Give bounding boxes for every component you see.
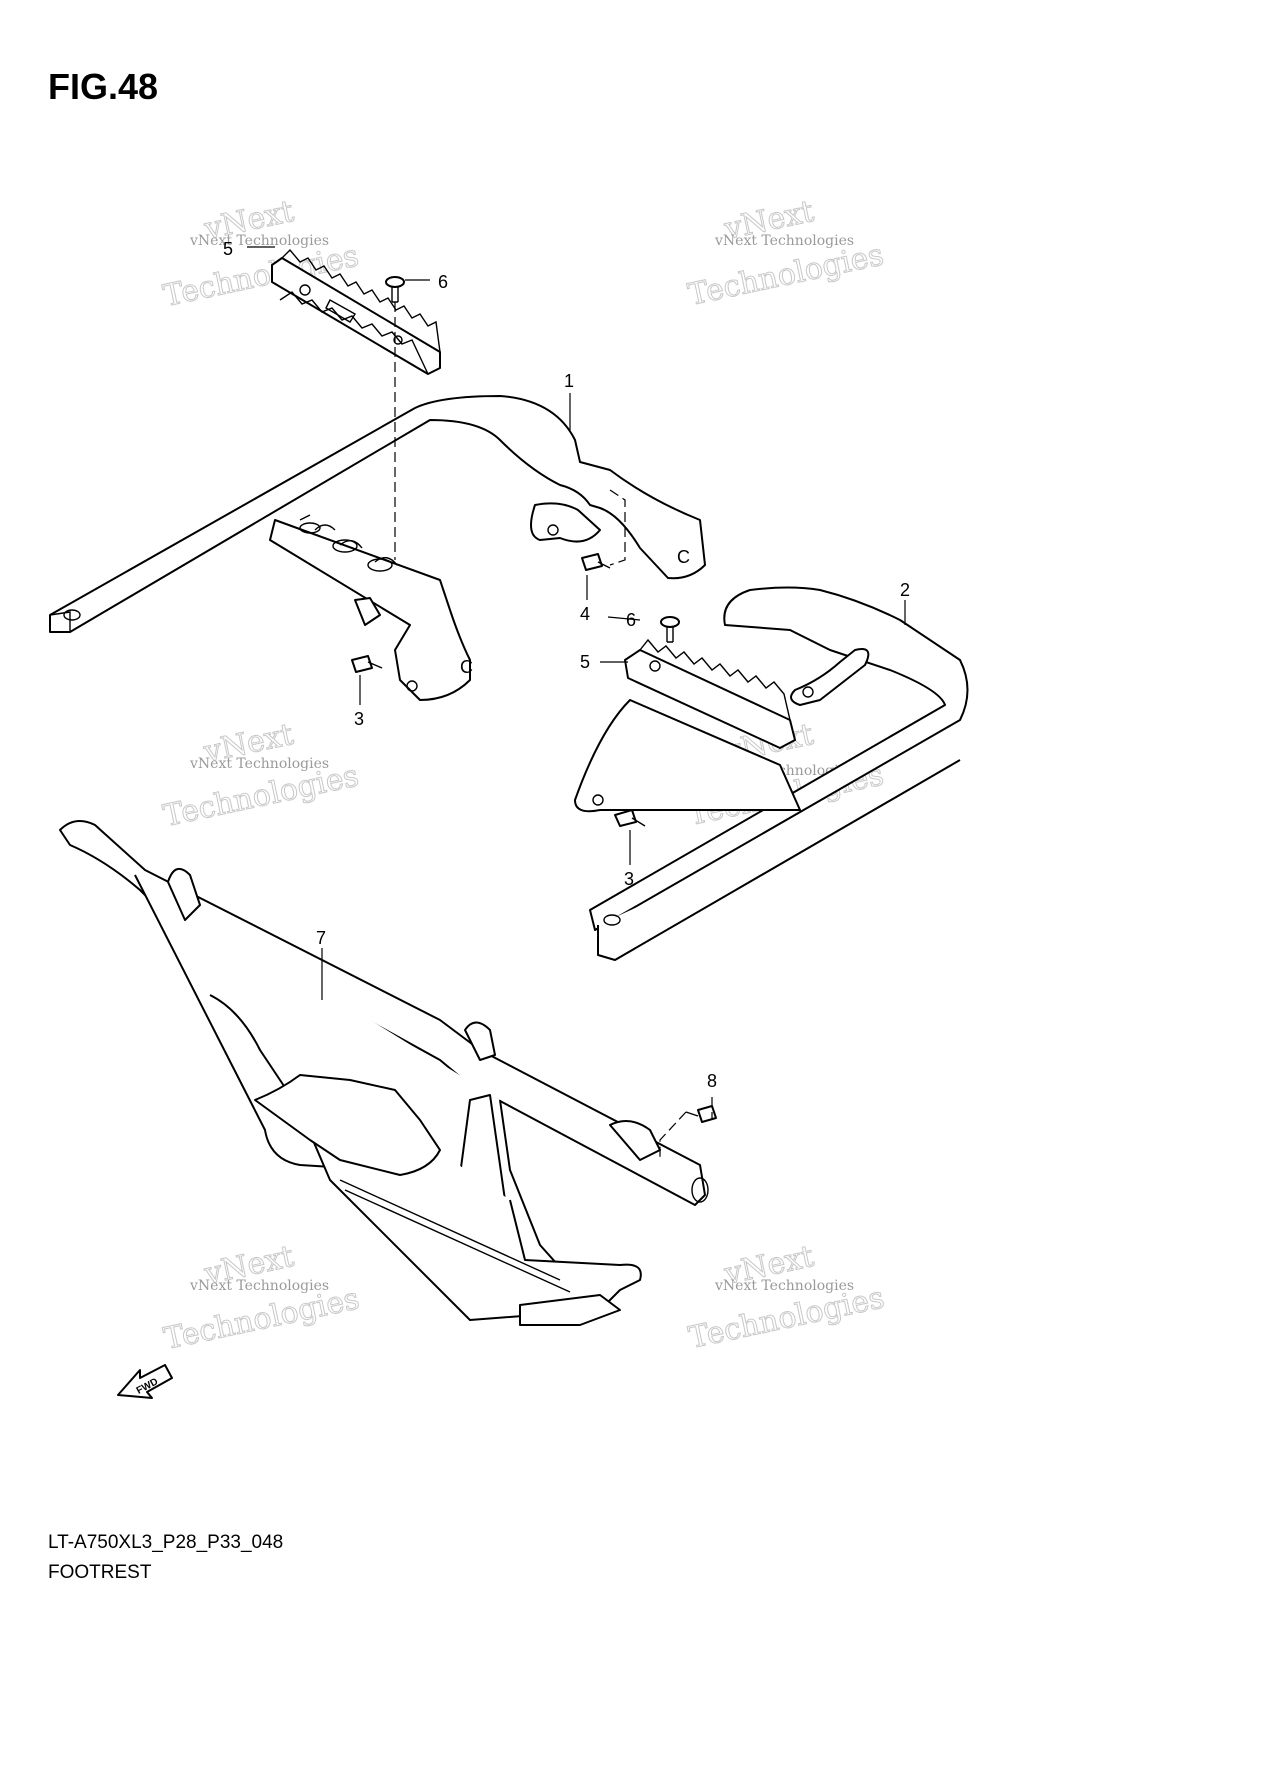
watermark-bottom-left: vNext vNext Technologies Technologies — [160, 1239, 362, 1358]
svg-text:vNext Technologies: vNext Technologies — [714, 233, 854, 249]
watermark-mid-left: vNext vNext Technologies Technologies — [160, 717, 362, 835]
svg-text:C: C — [460, 657, 473, 677]
svg-text:vNext Technologies: vNext Technologies — [189, 233, 329, 249]
svg-text:vNext Technologies: vNext Technologies — [189, 1278, 329, 1294]
footrest-plate-right — [624, 638, 796, 749]
callout-8: 8 — [707, 1071, 717, 1091]
callout-3-left: 3 — [354, 709, 364, 729]
drawing-code: LT-A750XL3_P28_P33_048 — [48, 1532, 284, 1553]
bolt-3-right — [614, 809, 646, 827]
callout-5-right: 5 — [580, 652, 590, 672]
svg-text:vNext Technologies: vNext Technologies — [189, 756, 329, 772]
bolt-4 — [581, 553, 611, 571]
svg-text:C: C — [677, 547, 690, 567]
bolt-3-left — [351, 655, 383, 673]
watermark-top-right: vNext vNext Technologies Technologies — [685, 194, 887, 314]
watermark-bottom-right: vNext vNext Technologies Technologies — [685, 1239, 887, 1357]
callout-6-right: 6 — [626, 610, 636, 630]
callout-2: 2 — [900, 580, 910, 600]
drawing-caption: FOOTREST — [48, 1562, 152, 1583]
screw-6-left — [385, 276, 405, 303]
screw-6-right — [660, 616, 680, 643]
footrest-bracket-2 — [574, 586, 969, 961]
callout-7: 7 — [316, 928, 326, 948]
callout-5-left: 5 — [223, 239, 233, 259]
front-guard-7 — [59, 820, 709, 1326]
footrest-plate-left — [271, 248, 441, 375]
callout-4: 4 — [580, 604, 590, 624]
forward-direction-arrow: FWD — [117, 1364, 173, 1399]
figure-title: FIG.48 — [48, 66, 159, 107]
svg-text:vNext Technologies: vNext Technologies — [714, 1278, 854, 1294]
callout-1: 1 — [564, 371, 574, 391]
callout-6-left: 6 — [438, 272, 448, 292]
footrest-bracket-1: C C — [49, 395, 706, 701]
callout-3-right: 3 — [624, 869, 634, 889]
